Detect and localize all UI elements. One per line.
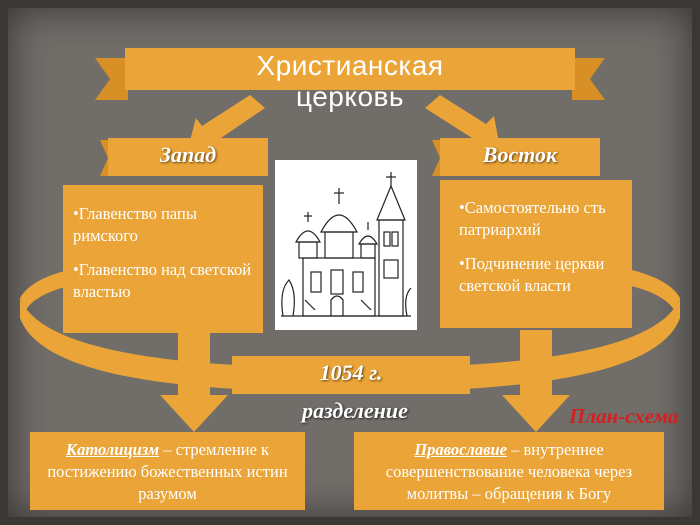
orthodoxy-text: Православие – внутреннее совершенствован…: [360, 439, 658, 505]
split-date: 1054 г.: [319, 360, 383, 385]
plan-label: План-схема: [569, 404, 679, 428]
east-header-ribbon: [440, 138, 600, 176]
east-list: •Самостоятельно сть патриархий •Подчинен…: [459, 197, 629, 309]
page-title: Христианская церковь: [190, 50, 510, 112]
arrow-down-left: [160, 330, 228, 432]
orthodoxy-description: – внутреннее совершенствование человека …: [385, 440, 633, 503]
west-content-box: [63, 185, 263, 333]
church-drawing-icon: [275, 160, 417, 330]
west-item-2: •Главенство над светской властью: [73, 260, 252, 301]
title-line-2: церковь: [296, 81, 404, 112]
west-header-ribbon: [108, 138, 268, 176]
east-item-2: •Подчинение церкви светской власти: [459, 254, 605, 295]
catholicism-box: [30, 432, 305, 510]
orthodoxy-term: Православие: [414, 440, 507, 459]
east-item-1: •Самостоятельно сть патриархий: [459, 198, 606, 239]
west-ribbon-flap: [100, 140, 110, 176]
title-ribbon: [125, 48, 575, 90]
east-content-box: [440, 180, 632, 328]
church-sketch: [281, 172, 412, 317]
date-ribbon: [232, 356, 470, 394]
east-ribbon-flap: [432, 140, 442, 176]
catholicism-text: Католицизм – стремление к постижению бож…: [36, 439, 299, 505]
split-label: разделение: [302, 398, 408, 423]
east-header-label: Восток: [482, 142, 558, 167]
arrow-title-to-west: [188, 95, 265, 150]
arrow-title-to-east: [425, 95, 500, 148]
title-ribbon-left-flap: [95, 58, 128, 100]
arrow-down-right: [502, 330, 570, 432]
title-ribbon-right-flap: [572, 58, 605, 100]
catholicism-term: Католицизм: [65, 440, 160, 459]
catholicism-description: – стремление к постижению божественных и…: [47, 440, 288, 503]
title-line-1: Христианская: [256, 50, 444, 81]
west-item-1: •Главенство папы римского: [73, 204, 197, 245]
orthodoxy-box: [354, 432, 664, 510]
west-list: •Главенство папы римского •Главенство на…: [73, 203, 255, 315]
west-header-label: Запад: [159, 142, 217, 167]
